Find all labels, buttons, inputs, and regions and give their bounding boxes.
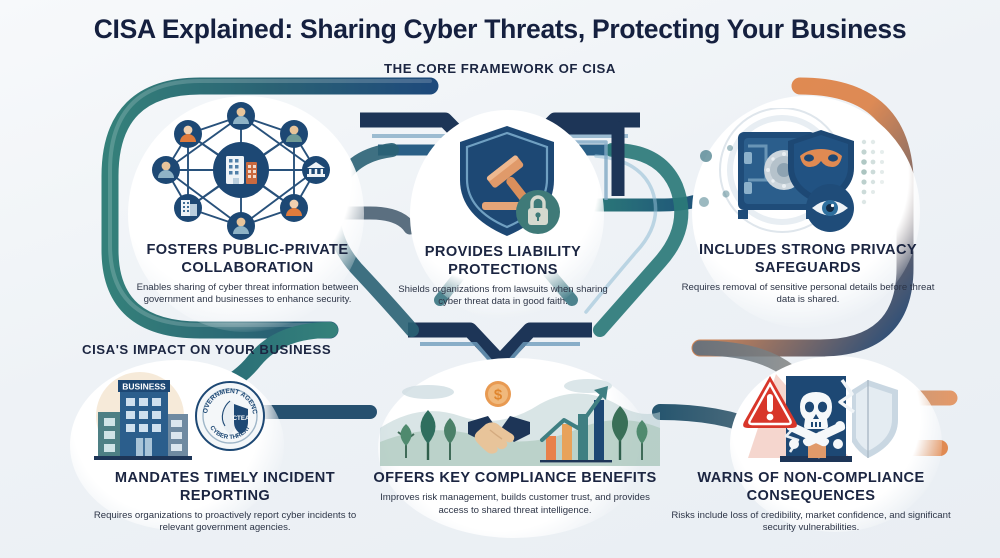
section-label-core-framework: THE CORE FRAMEWORK OF CISA — [384, 61, 616, 76]
card-includes-strong-privacy-safeguards: INCLUDES STRONG PRIVACY SAFEGUARDS Requi… — [672, 238, 944, 307]
card2-heading: PROVIDES LIABILITY PROTECTIONS — [424, 244, 582, 278]
card-warns-of-non-compliance-consequences: WARNS OF NON-COMPLIANCE CONSEQUENCES Ris… — [662, 466, 960, 535]
coin-symbol-text: $ — [494, 387, 503, 404]
card-offers-key-compliance-benefits: OFFERS KEY COMPLIANCE BENEFITS Improves … — [372, 466, 658, 517]
card6-heading: WARNS OF NON-COMPLIANCE CONSEQUENCES — [697, 470, 925, 504]
card6-body: Risks include loss of credibility, marke… — [671, 509, 951, 534]
card-provides-liability-protections: PROVIDES LIABILITY PROTECTIONS Shields o… — [398, 240, 608, 309]
business-sign-text: BUSINESS — [122, 382, 166, 392]
card1-heading: FOSTERS PUBLIC-PRIVATE COLLABORATION — [146, 242, 349, 276]
card3-heading: INCLUDES STRONG PRIVACY SAFEGUARDS — [698, 242, 918, 276]
warning-skull-broken-shield-icon — [742, 362, 900, 466]
card4-heading: MANDATES TIMELY INCIDENT REPORTING — [114, 470, 336, 504]
card2-body: Shields organizations from lawsuits when… — [398, 283, 608, 308]
card5-heading: OFFERS KEY COMPLIANCE BENEFITS — [373, 470, 657, 486]
page-title: CISA Explained: Sharing Cyber Threats, P… — [93, 14, 907, 44]
card-fosters-public-private-collaboration: FOSTERS PUBLIC-PRIVATE COLLABORATION Ena… — [110, 238, 385, 307]
business-building-government-seal-icon: BUSINESS GOVERNMENT AGENCY CYBER THREAT — [75, 363, 278, 464]
shield-gavel-lock-icon — [448, 122, 566, 240]
card3-body: Requires removal of sensitive personal d… — [681, 281, 935, 306]
card5-body: Improves risk management, builds custome… — [380, 491, 650, 516]
handshake-growth-chart-icon: $ — [380, 366, 660, 466]
card4-body: Requires organizations to proactively re… — [93, 509, 357, 534]
vault-mask-eye-icon — [696, 107, 886, 238]
network-nodes-icon — [132, 100, 350, 240]
seal-inner-text: CTEA — [233, 415, 250, 422]
card1-body: Enables sharing of cyber threat informat… — [136, 281, 359, 306]
section-label-business-impact: CISA'S IMPACT ON YOUR BUSINESS — [82, 342, 332, 357]
card-mandates-timely-incident-reporting: MANDATES TIMELY INCIDENT REPORTING Requi… — [80, 466, 370, 535]
